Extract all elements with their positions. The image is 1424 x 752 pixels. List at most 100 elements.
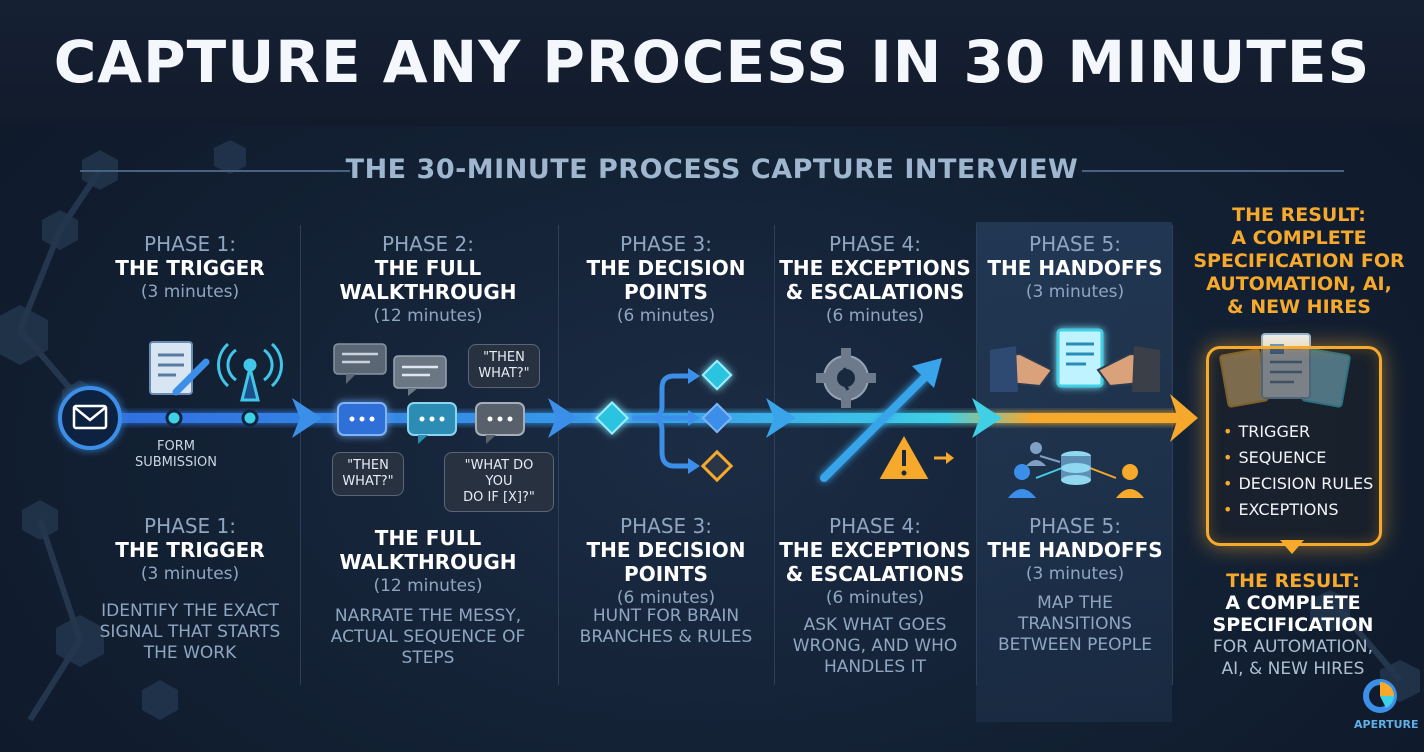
phase-name: THE EXCEPTIONS xyxy=(779,256,971,280)
desc-line: BETWEEN PEOPLE xyxy=(997,635,1153,655)
bubble-line: "THEN xyxy=(483,350,525,365)
caption-line: SUBMISSION xyxy=(134,455,218,470)
speech-bubble: "THEN WHAT?" xyxy=(468,344,540,388)
warning-icon xyxy=(876,431,954,481)
desc-line: ASK WHAT GOES xyxy=(803,615,947,635)
desc-line: HANDLES IT xyxy=(823,657,927,677)
result-item-label: EXCEPTIONS xyxy=(1238,500,1339,519)
phase-duration: (12 minutes) xyxy=(373,576,483,596)
phase-name: & ESCALATIONS xyxy=(785,562,965,586)
result-item-label: TRIGGER xyxy=(1238,422,1311,441)
result-heading-line: SPECIFICATION FOR xyxy=(1193,250,1405,272)
title-bar: CAPTURE ANY PROCESS IN 30 MINUTES xyxy=(0,0,1424,126)
phase-2-description: NARRATE THE MESSY, ACTUAL SEQUENCE OF ST… xyxy=(318,606,538,669)
result-heading: THE RESULT: A COMPLETE SPECIFICATION FOR… xyxy=(1188,204,1410,319)
main-title: CAPTURE ANY PROCESS IN 30 MINUTES xyxy=(53,28,1371,96)
phase-label: PHASE 3: xyxy=(620,232,712,256)
result-item-label: SEQUENCE xyxy=(1238,448,1327,467)
phase-5-description: MAP THE TRANSITIONS BETWEEN PEOPLE xyxy=(978,593,1172,656)
phase-2-header: PHASE 2: THE FULL WALKTHROUGH (12 minute… xyxy=(318,232,538,328)
result-summary: THE RESULT: A COMPLETE SPECIFICATION FOR… xyxy=(1190,570,1396,680)
result-item: •SEQUENCE xyxy=(1223,448,1327,467)
phase-name: THE DECISION xyxy=(586,256,746,280)
column-divider xyxy=(558,225,559,685)
speech-bubble: "THEN WHAT?" xyxy=(332,452,404,496)
phase-1-description: IDENTIFY THE EXACT SIGNAL THAT STARTS TH… xyxy=(80,601,300,664)
phase-name: THE TRIGGER xyxy=(115,538,265,562)
column-divider xyxy=(300,225,301,685)
desc-line: TRANSITIONS xyxy=(1018,614,1132,634)
phase-name: THE HANDOFFS xyxy=(987,538,1163,562)
phase-label: PHASE 5: xyxy=(1029,514,1121,538)
gear-icon xyxy=(816,348,876,408)
form-document-icon xyxy=(149,341,210,396)
antenna-icon xyxy=(217,342,283,402)
result-item-label: DECISION RULES xyxy=(1238,474,1374,493)
phase-3-detail: PHASE 3: THE DECISION POINTS (6 minutes) xyxy=(560,514,772,610)
phase-duration: (6 minutes) xyxy=(616,306,716,326)
phase-label: PHASE 4: xyxy=(829,232,921,256)
phase-label: PHASE 3: xyxy=(620,514,712,538)
bubble-line: WHAT?" xyxy=(342,474,394,489)
aperture-logo xyxy=(1363,679,1397,713)
phase-1-detail: PHASE 1: THE TRIGGER (3 minutes) xyxy=(80,514,300,586)
phase-label: PHASE 2: xyxy=(382,232,474,256)
phase-duration: (3 minutes) xyxy=(140,282,240,302)
phase-3-description: HUNT FOR BRAIN BRANCHES & RULES xyxy=(560,606,772,648)
phase-name: THE HANDOFFS xyxy=(987,256,1163,280)
result-box: •TRIGGER •SEQUENCE •DECISION RULES •EXCE… xyxy=(1206,346,1382,546)
phase-name: WALKTHROUGH xyxy=(339,280,517,304)
desc-line: NARRATE THE MESSY, xyxy=(334,606,522,626)
result-heading-line: A COMPLETE xyxy=(1231,227,1367,249)
phase-4-detail: PHASE 4: THE EXCEPTIONS & ESCALATIONS (6… xyxy=(776,514,974,610)
result-heading-line: THE RESULT: xyxy=(1232,204,1366,226)
subtitle-line-right xyxy=(1082,170,1344,172)
phase-5-header: PHASE 5: THE HANDOFFS (3 minutes) xyxy=(978,232,1172,304)
phase-label: PHASE 5: xyxy=(1029,232,1121,256)
desc-line: SIGNAL THAT STARTS xyxy=(99,622,281,642)
phase-5-detail: PHASE 5: THE HANDOFFS (3 minutes) xyxy=(978,514,1172,586)
logo-text: APERTURE xyxy=(1354,718,1419,731)
result-summary-title: THE RESULT: xyxy=(1226,570,1360,592)
caption-line: FORM xyxy=(157,439,195,454)
phase-3-header: PHASE 3: THE DECISION POINTS (6 minutes) xyxy=(560,232,772,328)
desc-line: WRONG, AND WHO xyxy=(792,636,958,656)
chat-bubble-icon xyxy=(393,355,447,396)
phase-duration: (3 minutes) xyxy=(1025,282,1125,302)
diamond-icon xyxy=(595,401,629,435)
diamond-icon xyxy=(701,402,733,434)
subtitle: THE 30-MINUTE PROCESS CAPTURE INTERVIEW xyxy=(345,154,1079,185)
bubble-line: "WHAT DO YOU xyxy=(464,458,534,489)
phase-1-header: PHASE 1: THE TRIGGER (3 minutes) xyxy=(80,232,300,304)
phase-name: THE EXCEPTIONS xyxy=(779,538,971,562)
desc-line: BRANCHES & RULES xyxy=(579,627,753,647)
desc-line: HUNT FOR BRAIN xyxy=(592,606,740,626)
flow-node xyxy=(165,409,183,427)
phase-4-description: ASK WHAT GOES WRONG, AND WHO HANDLES IT xyxy=(776,615,974,678)
column-divider xyxy=(976,225,977,685)
desc-line: THE WORK xyxy=(143,643,237,663)
speech-bubble: "WHAT DO YOU DO IF [X]?" xyxy=(444,452,554,512)
desc-line: STEPS xyxy=(401,648,455,668)
bubble-line: WHAT?" xyxy=(478,366,530,381)
envelope-icon xyxy=(58,386,122,450)
result-item: •TRIGGER xyxy=(1223,422,1311,441)
desc-line: ACTUAL SEQUENCE OF xyxy=(330,627,526,647)
chat-bubble-icon xyxy=(407,402,457,444)
diamond-icon xyxy=(701,359,733,391)
phase-duration: (6 minutes) xyxy=(825,306,925,326)
phase-duration: (6 minutes) xyxy=(825,588,925,608)
phase-name: THE TRIGGER xyxy=(115,256,265,280)
people-network-icon xyxy=(1008,442,1144,498)
desc-line: IDENTIFY THE EXACT xyxy=(101,601,279,621)
chat-bubble-icon xyxy=(475,402,525,444)
phase-label: PHASE 4: xyxy=(829,514,921,538)
phase-duration: (3 minutes) xyxy=(1025,564,1125,584)
phase-duration: (3 minutes) xyxy=(140,564,240,584)
result-item: •DECISION RULES xyxy=(1223,474,1374,493)
chat-bubble-icon xyxy=(333,343,387,384)
phase-label: PHASE 1: xyxy=(144,514,236,538)
result-heading-line: & NEW HIRES xyxy=(1227,296,1371,318)
phase-name: THE DECISION xyxy=(586,538,746,562)
